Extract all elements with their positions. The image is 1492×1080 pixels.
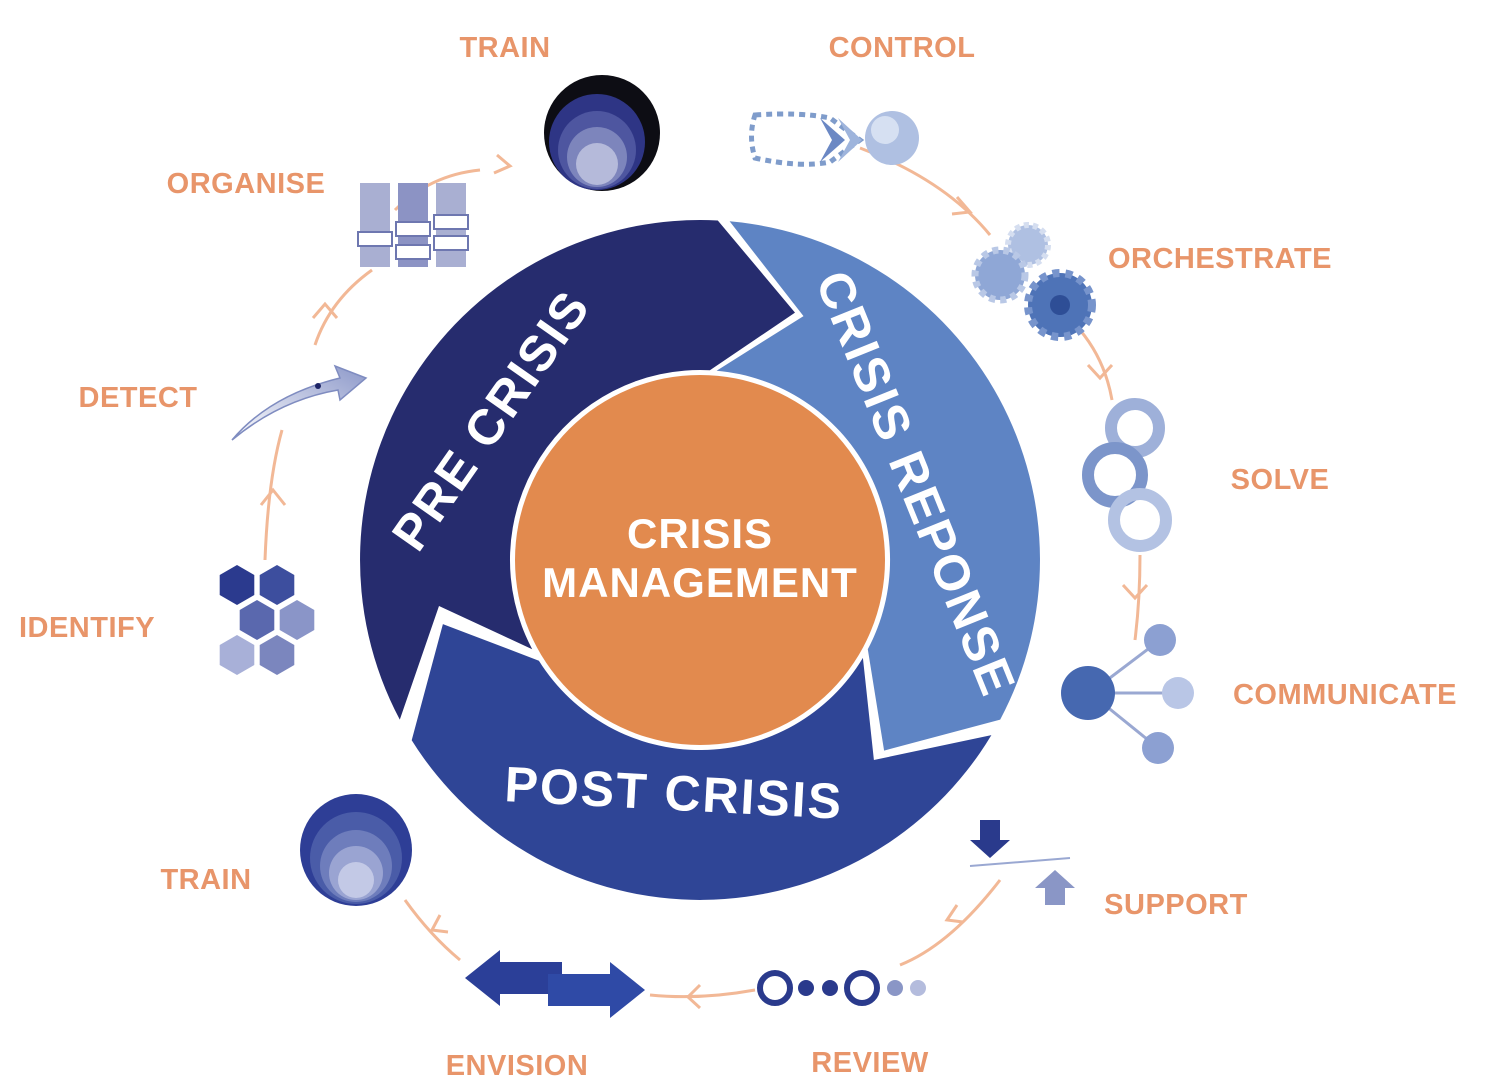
network-nodes-icon (1061, 624, 1194, 764)
hexagons-icon (219, 565, 315, 675)
step-label-support: SUPPORT (1104, 889, 1248, 921)
chevron-left-icon (685, 983, 702, 1010)
hexagon-cell (219, 635, 255, 675)
chevron-down-icon (944, 904, 964, 924)
chevron-up-icon (311, 301, 339, 319)
step-label-control: CONTROL (829, 32, 976, 64)
path-segment (649, 988, 756, 999)
path-segment (1078, 329, 1114, 401)
hexagon-cell (259, 635, 295, 675)
hexagon-cell (219, 565, 255, 605)
hexagon-cell (259, 565, 295, 605)
phase-ring (360, 220, 1040, 900)
chevron-down-icon (1086, 363, 1114, 381)
chevron-right-icon (493, 153, 513, 175)
center-title-line1: CRISIS (627, 510, 773, 557)
columns-icon (357, 183, 469, 267)
center-title-line2: MANAGEMENT (542, 559, 858, 606)
step-label-envision: ENVISION (446, 1050, 589, 1080)
step-label-review: REVIEW (811, 1047, 929, 1079)
pre-crisis-segment (360, 220, 795, 720)
chevron-arrow-icon (749, 111, 919, 167)
swoosh-arrow-icon (231, 364, 368, 441)
chevron-down-icon (1121, 583, 1149, 601)
crisis-response-segment (716, 221, 1040, 751)
step-label-solve: SOLVE (1231, 464, 1330, 496)
up-down-arrows-icon (969, 820, 1075, 905)
step-label-orchestrate: ORCHESTRATE (1108, 243, 1332, 275)
gears-icon (971, 222, 1096, 341)
step-label-train-bottom: TRAIN (160, 864, 251, 896)
chevron-down-icon (951, 196, 974, 216)
chevron-up-icon (259, 487, 287, 506)
step-label-train-top: TRAIN (459, 32, 550, 64)
concentric-circles-icon (544, 75, 660, 191)
linked-rings-icon (1082, 398, 1172, 552)
concentric-circles-icon (300, 794, 412, 906)
center-circle (515, 375, 885, 745)
path-segment (899, 879, 1002, 967)
step-label-communicate: COMMUNICATE (1233, 679, 1457, 711)
hexagon-cell (239, 600, 275, 640)
double-arrow-icon (465, 950, 645, 1018)
hexagon-cell (279, 600, 315, 640)
path-segment (263, 429, 284, 561)
dots-sequence-icon (757, 970, 926, 1006)
path-chevrons (259, 153, 1149, 1010)
step-label-detect: DETECT (79, 382, 198, 414)
chevron-left-icon (429, 914, 449, 934)
step-label-identify: IDENTIFY (19, 612, 155, 644)
step-label-organise: ORGANISE (167, 168, 326, 200)
path-segment (403, 899, 461, 962)
path-segment (1133, 554, 1142, 641)
post-crisis-segment (411, 624, 992, 900)
path-segment (313, 268, 373, 346)
